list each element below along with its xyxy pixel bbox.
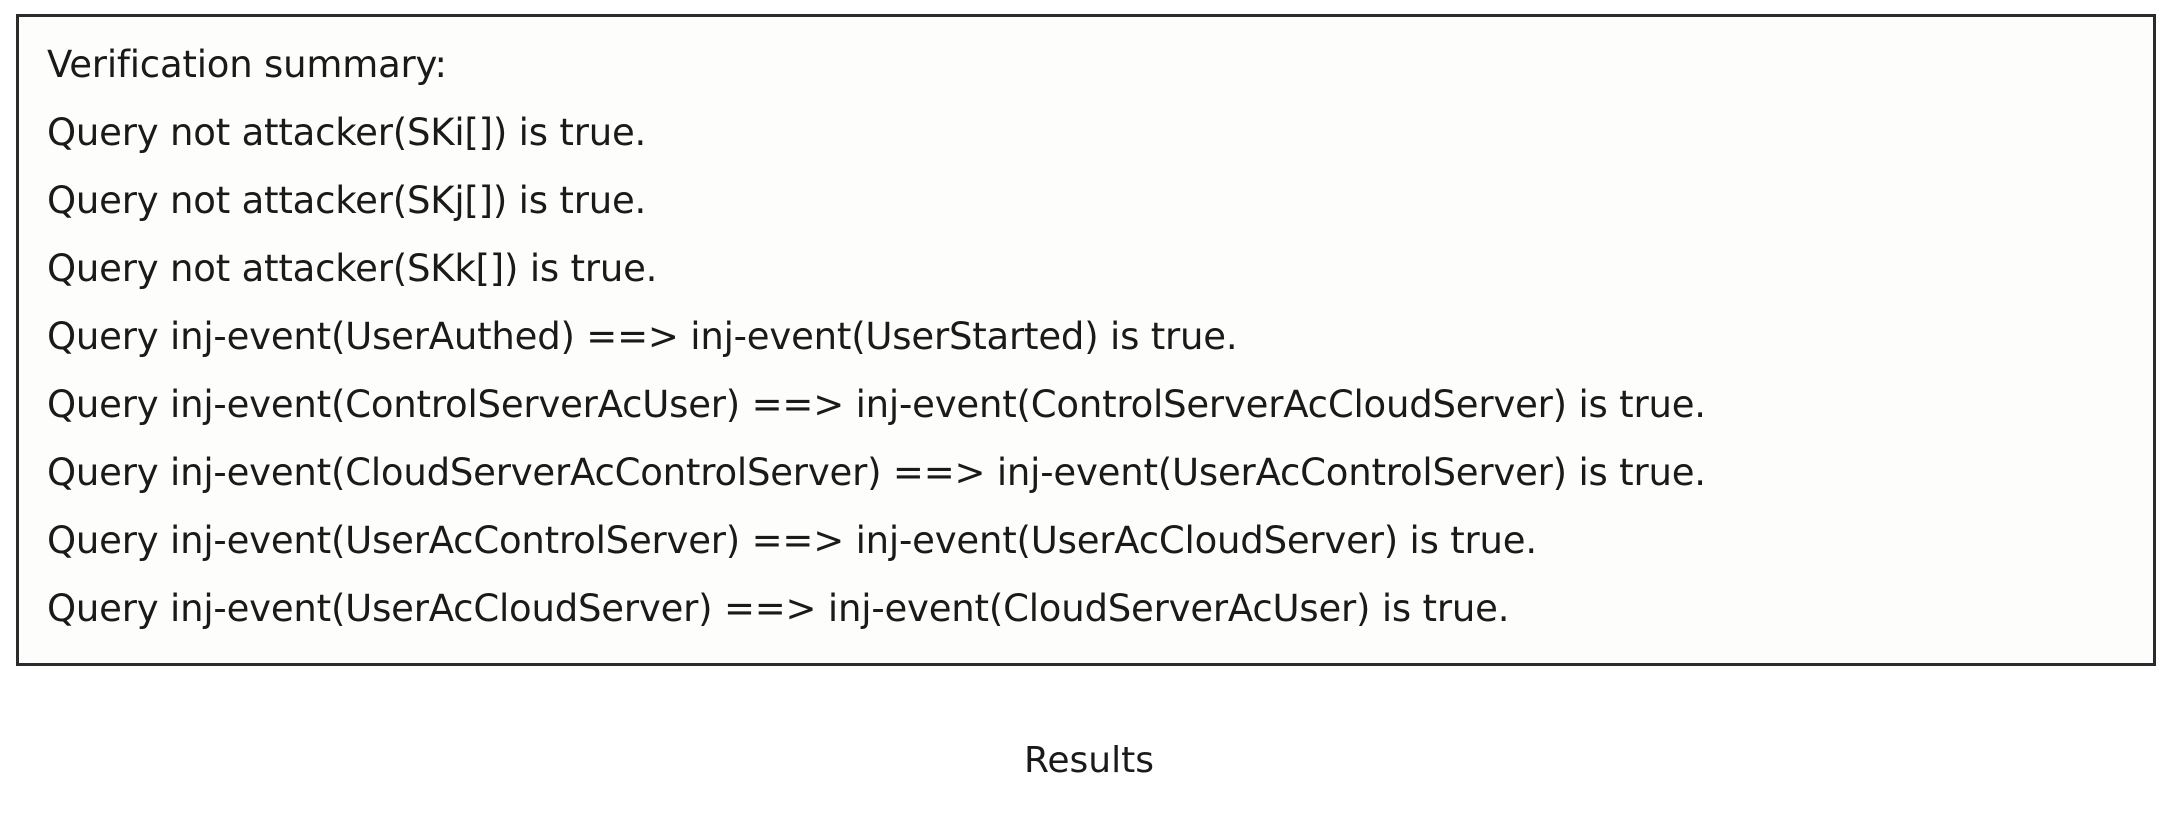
output-line-query-skk: Query not attacker(SKk[]) is true. [47,247,658,290]
output-line-query-useraccontrolserver: Query inj-event(UserAcControlServer) ==>… [47,519,1537,562]
output-line-list: Verification summary: Query not attacker… [47,31,2145,643]
output-line-query-controlserveracuser: Query inj-event(ControlServerAcUser) ==>… [47,383,1706,426]
output-line-query-useraccloudserver: Query inj-event(UserAcCloudServer) ==> i… [47,587,1510,630]
verification-output-panel: Verification summary: Query not attacker… [16,14,2156,666]
figure-caption: Results [1024,740,1154,781]
output-line-query-cloudserveraccontrolserver: Query inj-event(CloudServerAcControlServ… [47,451,1706,494]
output-line-query-skj: Query not attacker(SKj[]) is true. [47,179,647,222]
output-line-summary-header: Verification summary: [47,43,447,86]
output-line-query-ski: Query not attacker(SKi[]) is true. [47,111,647,154]
output-line-query-userauthed: Query inj-event(UserAuthed) ==> inj-even… [47,315,1238,358]
